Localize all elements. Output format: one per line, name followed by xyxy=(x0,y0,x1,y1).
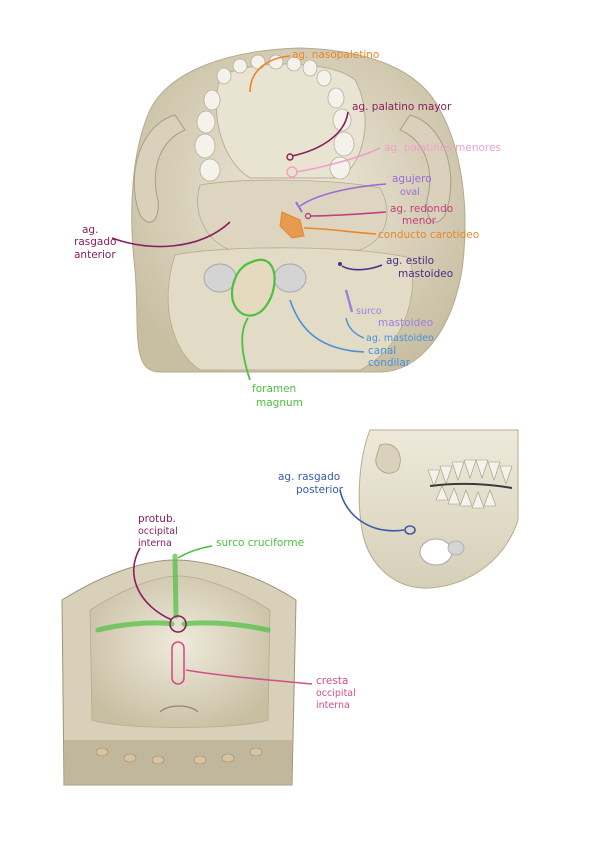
label-rasgado-anterior-1: ag. xyxy=(82,224,98,236)
leader-surco-cruciforme xyxy=(177,545,213,559)
label-rasgado-anterior-2: rasgado xyxy=(74,236,116,248)
label-redondo-menor-1: ag. redondo xyxy=(390,203,453,215)
leader-ag-mastoideo xyxy=(345,317,365,339)
label-nasopalatino: ag. nasopaletino xyxy=(292,49,379,61)
marker-cresta-occipital xyxy=(171,641,185,685)
leader-redondo-menor xyxy=(309,211,387,217)
leader-palatinos-menores xyxy=(295,147,381,173)
leader-protuberancia xyxy=(132,547,173,621)
occipital-internal-view: protub. occipital interna surco crucifor… xyxy=(61,513,356,786)
label-foramen-magnum-1: foramen xyxy=(252,383,296,395)
sphenoid-region xyxy=(197,179,388,251)
leader-canal-condilar xyxy=(289,299,365,353)
right-zygomatic-arch xyxy=(399,114,452,223)
oblique-condyle xyxy=(447,540,465,556)
marker-estilo-mastoideo xyxy=(338,262,342,266)
cruciform-vertical-upper xyxy=(172,553,179,619)
leader-palatino-mayor xyxy=(291,111,349,157)
label-estilo-mastoideo-2: mastoideo xyxy=(398,268,453,280)
label-cresta-3: interna xyxy=(316,700,350,711)
label-rasgado-posterior-2: posterior xyxy=(296,484,344,496)
oblique-teeth xyxy=(427,459,513,509)
occipital-dots xyxy=(95,747,263,765)
label-canal-condilar-2: condilar xyxy=(368,357,411,369)
oblique-foramen-magnum xyxy=(419,538,453,566)
leader-conducto-carotideo xyxy=(303,227,377,235)
marker-redondo-menor xyxy=(304,212,312,220)
label-surco-cruciforme: surco cruciforme xyxy=(216,537,304,549)
label-palatinos-menores: ag. palatinos menores xyxy=(384,142,501,154)
skull-oblique-outline xyxy=(358,429,519,589)
label-surco-mastoideo-2: mastoideo xyxy=(378,317,433,329)
foramen-magnum-outline xyxy=(230,258,276,317)
right-occipital-condyle xyxy=(273,263,307,293)
skull-base-inferior-view: ag. nasopaletino ag. palatino mayor ag. … xyxy=(74,47,501,409)
label-conducto-carotideo: conducto carotideo xyxy=(378,229,479,241)
carotid-canal-highlight xyxy=(279,211,305,239)
label-ag-mastoideo: ag. mastoideo xyxy=(366,333,434,344)
leader-rasgado-posterior xyxy=(339,489,405,532)
label-protuberancia-2: occipital xyxy=(138,526,178,537)
label-estilo-mastoideo-1: ag. estilo xyxy=(386,255,434,267)
cruciform-horizontal xyxy=(95,620,271,633)
occipital-foramen-edge xyxy=(159,705,199,713)
marker-palatinos-menores xyxy=(286,166,298,178)
oblique-mastoid xyxy=(375,443,401,474)
oblique-dark-gap xyxy=(429,482,513,489)
label-cresta-2: occipital xyxy=(316,688,356,699)
leader-foramen-magnum xyxy=(241,317,251,381)
label-rasgado-posterior-1: ag. rasgado xyxy=(278,471,340,483)
leader-nasopalatino xyxy=(249,55,291,93)
label-rasgado-anterior-3: anterior xyxy=(74,249,116,261)
leader-agujero-oval xyxy=(299,183,387,207)
marker-rasgado-posterior xyxy=(404,525,416,535)
label-redondo-menor-2: menor xyxy=(402,215,437,227)
leader-rasgado-anterior xyxy=(111,221,231,248)
leader-estilo-mastoideo xyxy=(341,264,383,271)
marker-palatino-mayor xyxy=(286,153,294,161)
skull-oblique-view: ag. rasgado posterior xyxy=(278,429,519,589)
occipital-rim-shadow xyxy=(64,740,292,785)
label-protuberancia-3: interna xyxy=(138,538,172,549)
label-protuberancia-1: protub. xyxy=(138,513,176,525)
left-zygomatic-arch xyxy=(133,114,186,223)
marker-agujero-oval xyxy=(295,201,303,213)
label-agujero-oval-1: agujero xyxy=(392,173,432,185)
label-surco-mastoideo-1: surco xyxy=(356,306,382,317)
label-foramen-magnum-2: magnum xyxy=(256,397,303,409)
label-cresta-1: cresta xyxy=(316,675,348,687)
leader-surco-mastoideo xyxy=(344,289,354,313)
label-agujero-oval-2: oval xyxy=(400,187,420,198)
label-palatino-mayor: ag. palatino mayor xyxy=(352,101,452,113)
marker-protuberancia xyxy=(169,615,187,633)
label-canal-condilar-1: canal xyxy=(368,345,396,357)
leader-cresta-occipital xyxy=(185,669,313,685)
occipital-bowl-inner xyxy=(89,575,271,728)
